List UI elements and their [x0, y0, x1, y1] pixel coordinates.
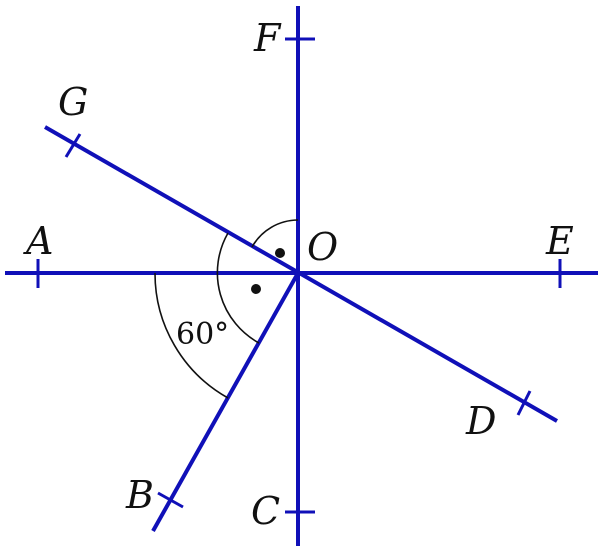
equal-angle-dot-1 — [275, 248, 285, 258]
ray-OB — [151, 272, 300, 532]
label-C: C — [251, 489, 280, 533]
label-F: F — [253, 16, 282, 60]
label-E: E — [545, 219, 574, 263]
arc-angle-AOB — [154, 272, 229, 399]
line-GD — [44, 125, 558, 423]
label-G: G — [58, 80, 88, 124]
tick-D — [516, 390, 532, 416]
label-D: D — [465, 399, 496, 443]
arc-angle-GOB — [216, 232, 260, 344]
angle-measure-label: 60° — [176, 317, 229, 352]
arc-angle-FOG — [251, 219, 299, 248]
label-A: A — [23, 219, 53, 263]
label-O: O — [307, 225, 338, 269]
tick-G — [64, 133, 82, 158]
tick-B — [157, 491, 184, 509]
label-B: B — [125, 473, 154, 517]
equal-angle-dot-2 — [251, 284, 261, 294]
